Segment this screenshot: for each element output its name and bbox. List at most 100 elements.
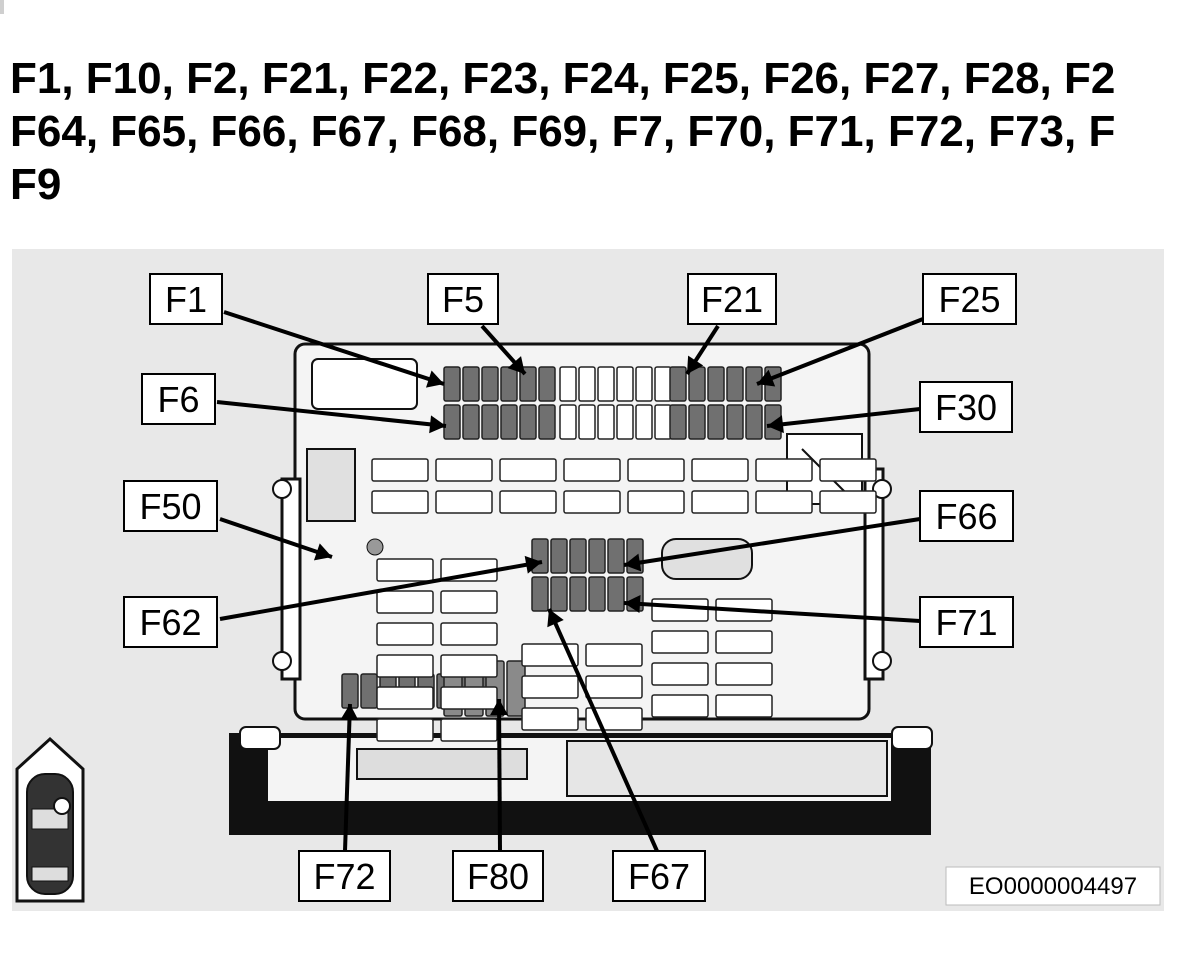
- fuse-slot: [669, 404, 687, 440]
- fuse-slot: [651, 662, 709, 686]
- fuse-slot: [443, 366, 461, 402]
- arrow-head-f25: [757, 369, 776, 387]
- fuse-slot: [688, 366, 706, 402]
- fuse-slot: [435, 458, 493, 482]
- fuse-label-text: F1: [165, 279, 207, 320]
- relay-grid-upper: [371, 458, 877, 514]
- callout-line-f66: [623, 517, 921, 567]
- fuse-label-f5: F5: [427, 273, 499, 325]
- fuse-slot: [597, 404, 615, 440]
- fuse-slot: [819, 458, 877, 482]
- fuse-label-f72: F72: [298, 850, 391, 902]
- fuse-label-text: F6: [157, 379, 199, 420]
- fuse-slot: [707, 366, 725, 402]
- corner-mark: [0, 0, 4, 14]
- fuse-slot: [550, 538, 568, 574]
- fuse-slot: [499, 458, 557, 482]
- callout-line-f30: [766, 407, 921, 428]
- fuse-label-text: F67: [628, 856, 690, 897]
- fuse-block-top-right: [669, 366, 782, 440]
- fuse-slot: [559, 404, 577, 440]
- fuse-block-top-left: [443, 366, 556, 440]
- fuse-slot: [616, 366, 634, 402]
- fuse-slot: [376, 590, 434, 614]
- fuse-slot: [481, 366, 499, 402]
- connector-tray: [229, 726, 933, 835]
- car-position-icon: [15, 736, 85, 903]
- fuse-slot: [597, 366, 615, 402]
- fuse-slot: [654, 404, 672, 440]
- fuse-slot: [585, 643, 643, 667]
- fuse-slot: [499, 490, 557, 514]
- fuse-label-f30: F30: [919, 381, 1013, 433]
- fuse-slot: [538, 366, 556, 402]
- fuse-slot: [376, 558, 434, 582]
- fuse-slot: [578, 404, 596, 440]
- fuse-label-text: F50: [139, 486, 201, 527]
- fuse-list-heading: F1, F10, F2, F21, F22, F23, F24, F25, F2…: [10, 52, 1179, 211]
- arrow-head-f30: [767, 415, 784, 434]
- fuse-slot: [755, 490, 813, 514]
- fuse-slot: [588, 576, 606, 612]
- fuse-slot: [688, 404, 706, 440]
- fuse-slot: [462, 404, 480, 440]
- fuse-slot: [440, 718, 498, 742]
- fuse-slot: [500, 404, 518, 440]
- fuse-slot: [578, 366, 596, 402]
- fuse-label-text: F66: [935, 496, 997, 537]
- fuse-slot: [585, 675, 643, 699]
- fuse-block-center: [531, 538, 644, 612]
- fuse-slot: [569, 538, 587, 574]
- fuse-slot: [440, 622, 498, 646]
- fuse-slot: [481, 404, 499, 440]
- fuse-slot: [371, 458, 429, 482]
- fuse-slot: [607, 538, 625, 574]
- fuse-slot: [651, 598, 709, 622]
- fuse-slot: [569, 576, 587, 612]
- fuse-slot: [654, 366, 672, 402]
- fuse-label-f71: F71: [919, 596, 1014, 648]
- fuse-slot: [745, 404, 763, 440]
- arrow-head-f5: [507, 356, 525, 374]
- fuse-slot: [371, 490, 429, 514]
- arrow-head-f80: [490, 699, 509, 716]
- fuse-slot: [715, 694, 773, 718]
- arrow-head-f71: [624, 594, 641, 613]
- fuse-label-f66: F66: [919, 490, 1014, 542]
- fuse-slot: [341, 673, 359, 709]
- fuse-label-text: F71: [935, 602, 997, 643]
- callout-line-f50: [219, 517, 333, 559]
- fuse-slot: [360, 673, 378, 709]
- fuse-slot: [519, 404, 537, 440]
- fuse-slot: [726, 366, 744, 402]
- callout-lines: [216, 310, 924, 852]
- fuse-label-text: F25: [938, 279, 1000, 320]
- fuse-slot: [376, 686, 434, 710]
- callout-line-f80: [497, 698, 502, 852]
- fuse-label-f62: F62: [123, 596, 218, 648]
- fuse-slot: [651, 630, 709, 654]
- fuse-slot: [691, 458, 749, 482]
- heading-line-1: F1, F10, F2, F21, F22, F23, F24, F25, F2…: [10, 54, 1116, 103]
- fuse-slot: [819, 490, 877, 514]
- callout-line-f72: [343, 703, 352, 852]
- heading-line-2: F64, F65, F66, F67, F68, F69, F7, F70, F…: [10, 107, 1116, 156]
- fuse-label-f6: F6: [141, 373, 216, 425]
- arrow-head-f50: [313, 543, 332, 561]
- fuse-slot: [669, 366, 687, 402]
- callout-line-f71: [623, 601, 921, 623]
- fuse-slot: [435, 490, 493, 514]
- fuse-label-f25: F25: [922, 273, 1017, 325]
- fuse-slot: [521, 675, 579, 699]
- callout-line-f25: [756, 317, 924, 386]
- fuse-slot: [607, 576, 625, 612]
- fuse-slot: [559, 366, 577, 402]
- fuse-slot: [715, 662, 773, 686]
- arrow-head-f21: [687, 355, 704, 374]
- fuse-label-f80: F80: [452, 850, 544, 902]
- fuse-slot: [691, 490, 749, 514]
- fuse-label-f21: F21: [687, 273, 777, 325]
- arrow-head-f72: [340, 704, 359, 721]
